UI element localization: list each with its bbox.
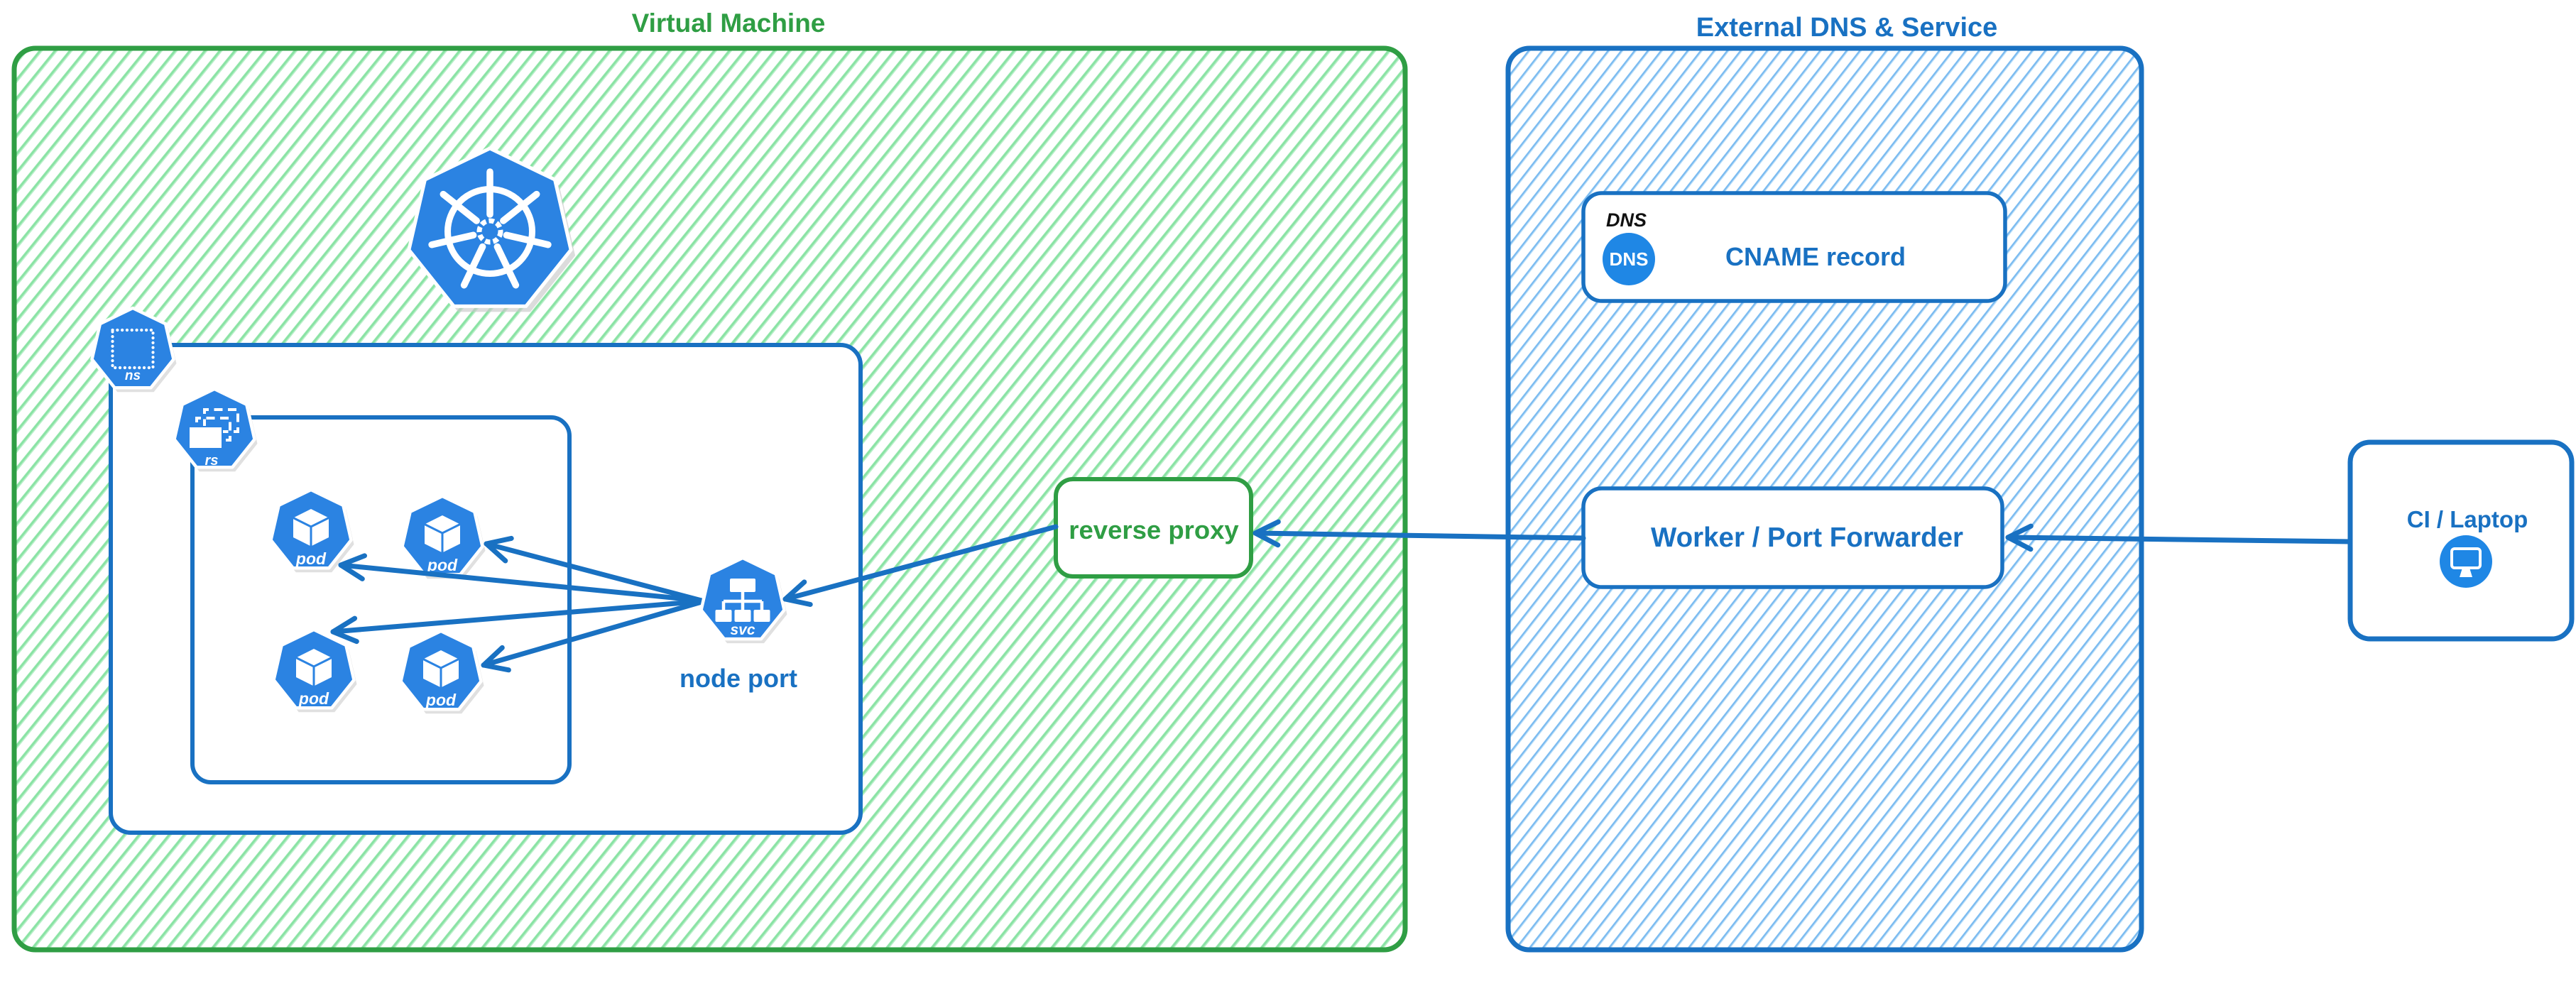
svg-text:ns: ns (125, 368, 141, 383)
svg-text:node port: node port (680, 664, 797, 693)
svg-text:CI / Laptop: CI / Laptop (2407, 506, 2528, 532)
svg-text:CNAME record: CNAME record (1725, 242, 1906, 271)
svg-text:pod: pod (295, 549, 327, 568)
svg-text:External DNS & Service: External DNS & Service (1696, 13, 1998, 43)
svg-text:pod: pod (425, 691, 457, 709)
svg-text:Worker / Port Forwarder: Worker / Port Forwarder (1651, 522, 1963, 553)
svg-text:DNS: DNS (1606, 209, 1647, 231)
svg-text:DNS: DNS (1610, 248, 1649, 270)
svg-text:svc: svc (730, 622, 755, 638)
svg-text:reverse proxy: reverse proxy (1069, 515, 1239, 544)
svg-text:pod: pod (298, 689, 329, 708)
svg-text:rs: rs (205, 453, 219, 469)
svg-text:pod: pod (427, 556, 458, 574)
svg-text:Virtual Machine: Virtual Machine (632, 9, 826, 38)
